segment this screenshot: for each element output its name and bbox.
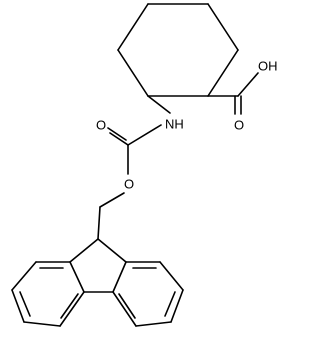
carbamate-linkage: NH O O bbox=[96, 95, 184, 240]
carbamate-carbonyl-o-label: O bbox=[96, 118, 106, 133]
nh-label: NH bbox=[165, 117, 184, 132]
ester-o-label: O bbox=[124, 177, 134, 192]
carboxylic-acid-group: OH O bbox=[207, 59, 278, 133]
fluorenyl-group bbox=[11, 238, 184, 327]
acid-carbonyl-o-label: O bbox=[234, 118, 244, 133]
cyclohexane-ring bbox=[117, 3, 239, 97]
oh-label: OH bbox=[258, 59, 278, 74]
structure-diagram: OH O NH O O bbox=[11, 3, 278, 327]
